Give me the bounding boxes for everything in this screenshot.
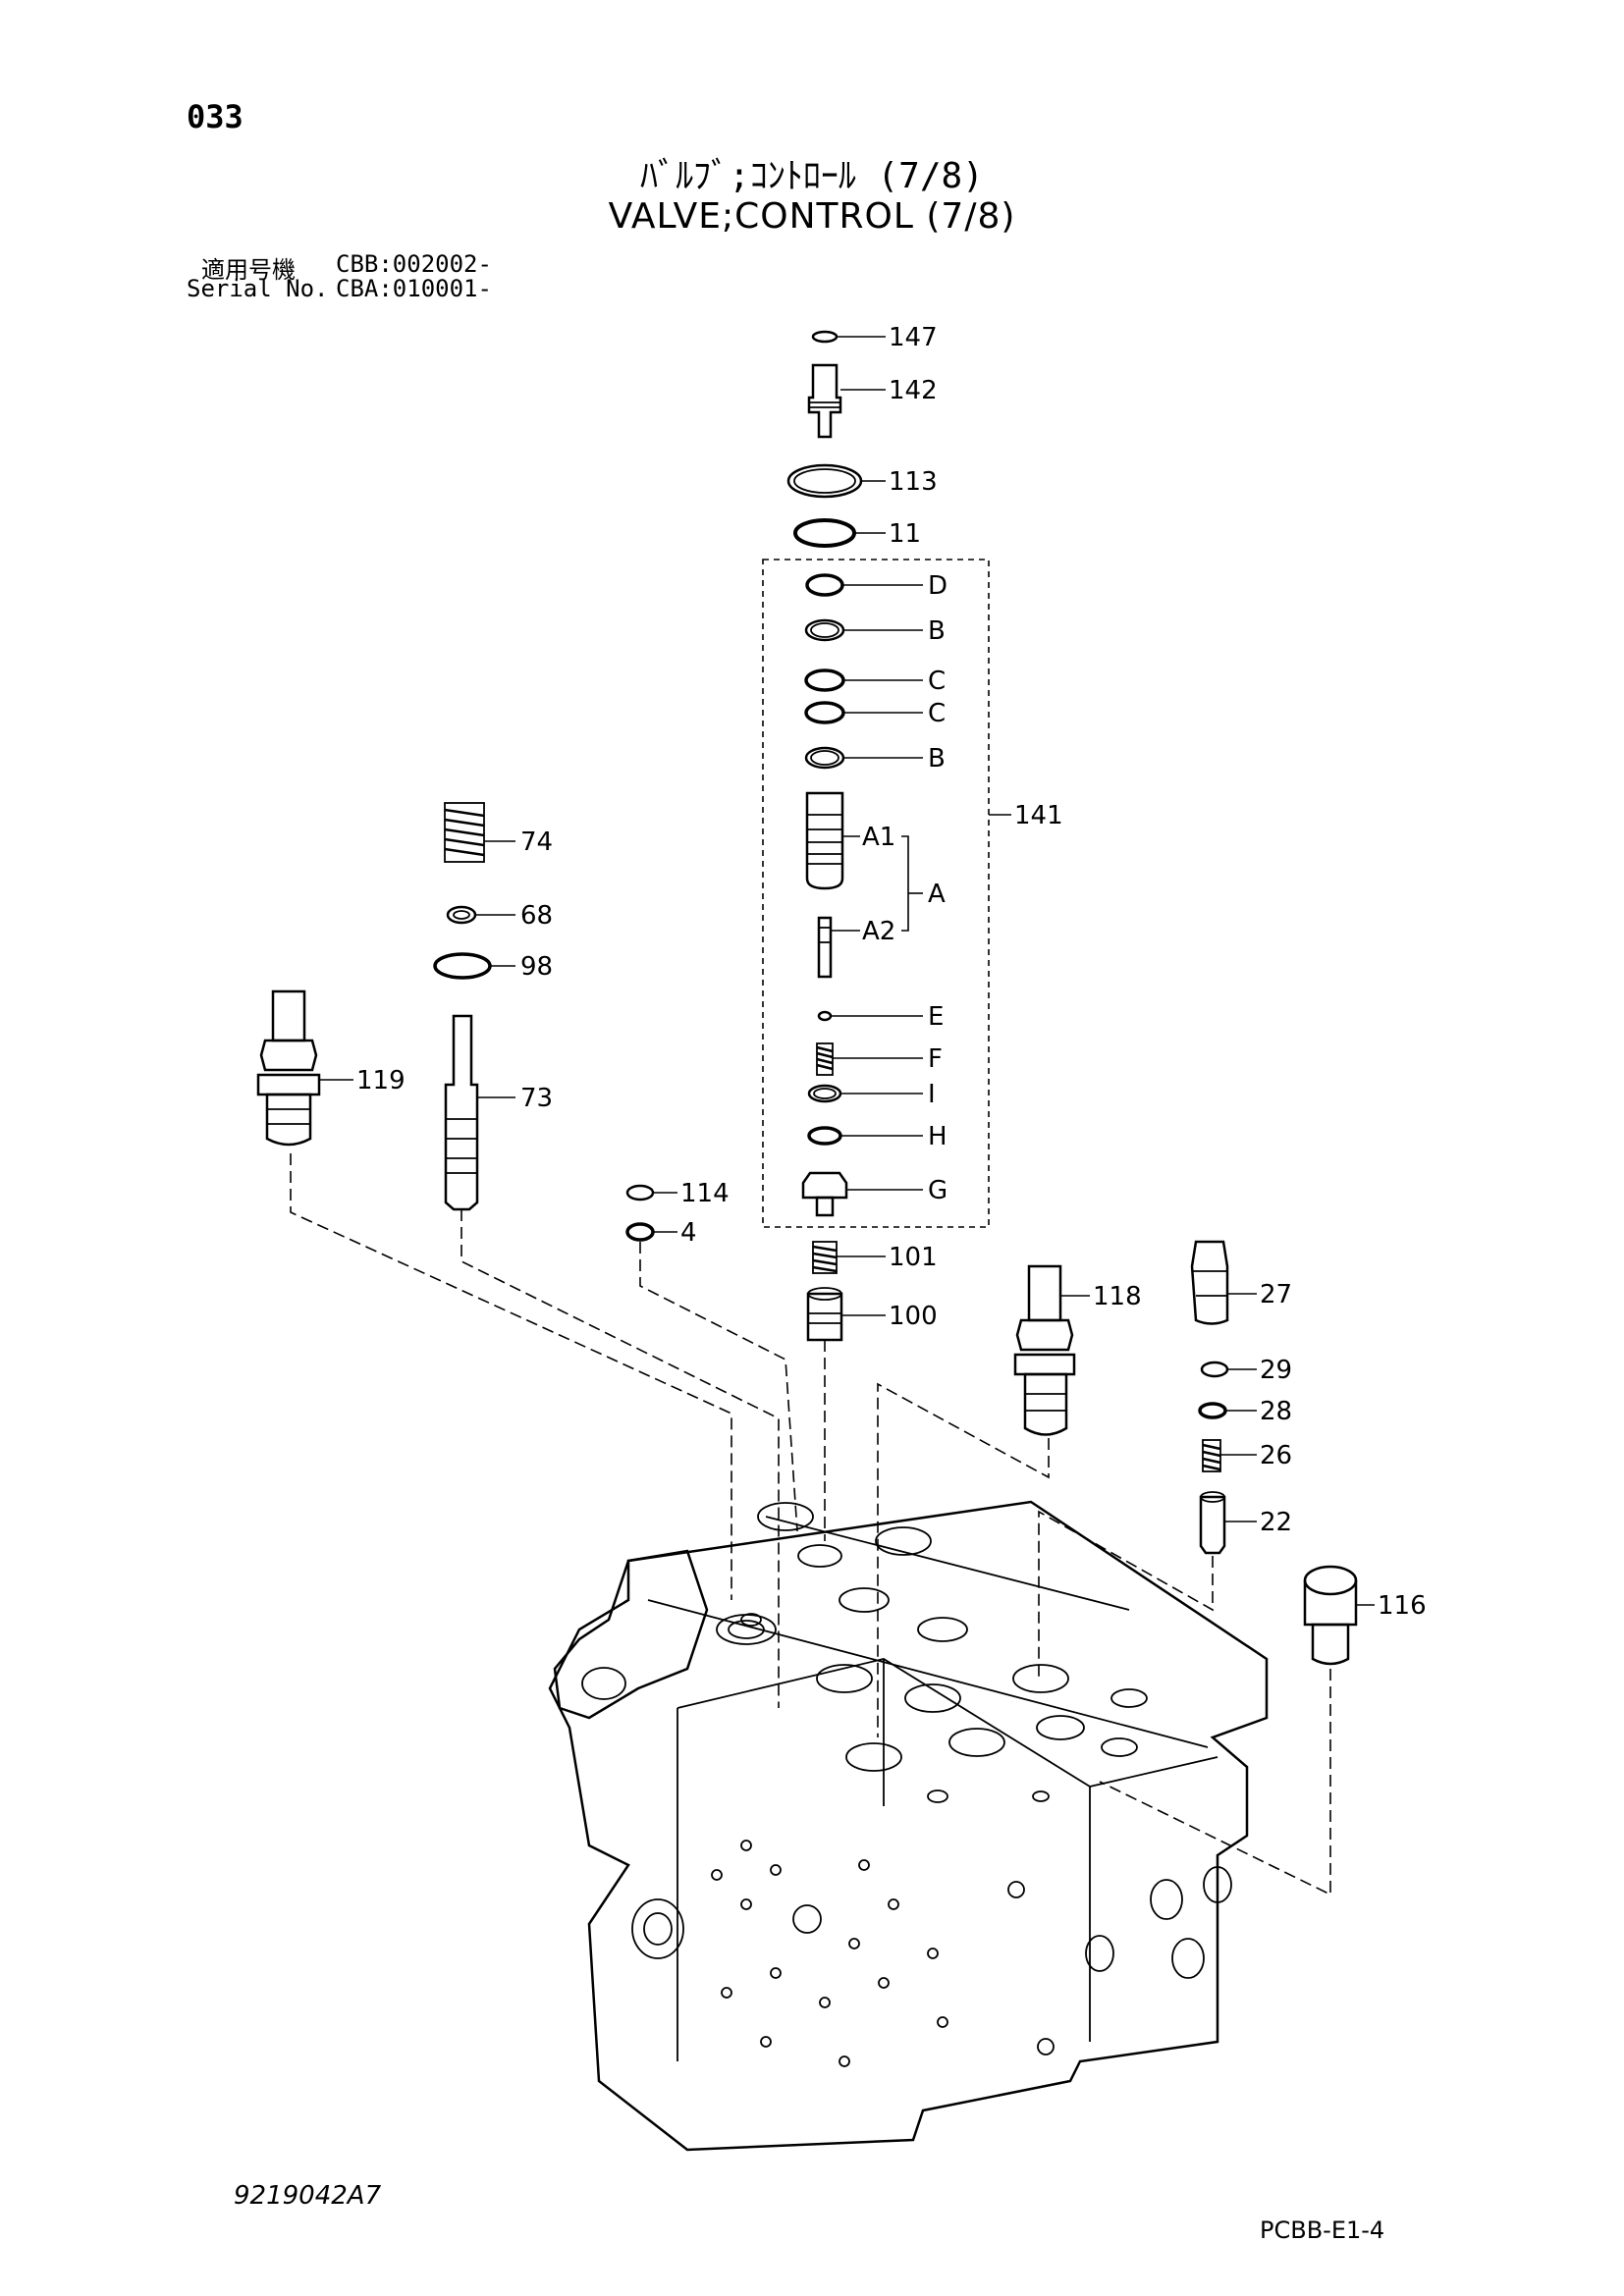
page-number: 033 <box>187 98 244 135</box>
assembly-141-box <box>762 559 990 1228</box>
callout-141: 141 <box>1014 801 1063 830</box>
drawing-number: 9219042A7 <box>234 2181 382 2211</box>
callout-142: 142 <box>889 376 938 405</box>
part-118-relief-valve <box>1013 1264 1076 1436</box>
callout-C-upper: C <box>928 667 946 696</box>
part-142-fitting <box>807 363 842 439</box>
part-100-sleeve <box>806 1287 843 1342</box>
callout-A: A <box>928 880 946 909</box>
callout-A1: A1 <box>862 823 895 852</box>
part-I-ring <box>807 1084 842 1103</box>
part-119-relief-valve <box>256 989 321 1147</box>
callout-22: 22 <box>1260 1508 1292 1537</box>
callout-4: 4 <box>680 1218 697 1248</box>
part-74-spring <box>444 802 485 863</box>
callout-D: D <box>928 571 947 601</box>
part-11-o-ring <box>793 518 856 548</box>
part-C-ring-upper <box>804 668 845 692</box>
applicability-label: 適用号機 <box>201 256 296 284</box>
part-E-ball <box>817 1010 833 1022</box>
callout-113: 113 <box>889 467 938 497</box>
part-A1-spool <box>805 791 844 890</box>
leader-lines <box>319 336 1375 1606</box>
callout-98: 98 <box>520 952 553 982</box>
part-F-spring <box>816 1042 834 1076</box>
serial-label: Serial No. <box>187 275 329 302</box>
part-29-ring <box>1200 1361 1229 1378</box>
callout-A2: A2 <box>862 917 895 946</box>
part-B-ring-upper <box>804 618 845 642</box>
part-114-ring <box>625 1184 655 1201</box>
callout-101: 101 <box>889 1243 938 1272</box>
part-22-poppet <box>1199 1491 1226 1555</box>
callout-74: 74 <box>520 828 553 857</box>
part-116-plug <box>1303 1565 1358 1666</box>
title-japanese: ﾊﾞﾙﾌﾞ;ｺﾝﾄﾛｰﾙ (7/8) <box>640 156 984 196</box>
part-68-washer <box>446 905 477 925</box>
callout-119: 119 <box>356 1066 406 1095</box>
callout-I: I <box>928 1080 936 1109</box>
title-english: VALVE;CONTROL (7/8) <box>608 196 1016 237</box>
part-101-spring <box>812 1241 838 1274</box>
callout-28: 28 <box>1260 1397 1292 1426</box>
part-113-backup-ring <box>786 463 863 499</box>
callout-114: 114 <box>680 1179 730 1208</box>
part-28-o-ring <box>1198 1402 1227 1419</box>
callout-G: G <box>928 1176 947 1205</box>
valve-body <box>548 1500 1269 2152</box>
callout-27: 27 <box>1260 1280 1292 1309</box>
part-H-o-ring <box>807 1126 842 1146</box>
part-C-ring-lower <box>804 701 845 724</box>
callout-H: H <box>928 1122 947 1151</box>
part-4-o-ring <box>625 1222 655 1242</box>
part-73-spool <box>444 1014 479 1211</box>
callout-118: 118 <box>1093 1282 1142 1311</box>
assembly-lines <box>290 1153 1331 1896</box>
serial-value: CBA:010001- <box>336 275 492 302</box>
part-26-spring <box>1202 1439 1221 1472</box>
part-147-plug <box>811 330 839 344</box>
callout-26: 26 <box>1260 1441 1292 1470</box>
callout-100: 100 <box>889 1302 938 1331</box>
page-code: PCBB-E1-4 <box>1260 2216 1385 2244</box>
part-G-plug <box>801 1171 848 1217</box>
callout-73: 73 <box>520 1084 553 1113</box>
callout-B-lower: B <box>928 744 946 774</box>
part-98-o-ring <box>433 952 492 980</box>
part-D-ring <box>805 573 844 597</box>
callout-147: 147 <box>889 323 938 352</box>
part-27-plug <box>1190 1240 1229 1325</box>
part-A2-plunger <box>817 916 833 979</box>
callout-11: 11 <box>889 519 921 549</box>
callout-68: 68 <box>520 901 553 931</box>
part-B-ring-lower <box>804 746 845 770</box>
applicability-value: CBB:002002- <box>336 250 492 278</box>
callout-29: 29 <box>1260 1356 1292 1385</box>
callout-labels: 147 142 113 11 D B C C B A1 A A2 141 E F… <box>356 323 1427 1621</box>
callout-116: 116 <box>1378 1591 1427 1621</box>
callout-F: F <box>928 1044 943 1074</box>
callout-C-lower: C <box>928 699 946 728</box>
callout-E: E <box>928 1002 944 1032</box>
callout-B-upper: B <box>928 616 946 646</box>
